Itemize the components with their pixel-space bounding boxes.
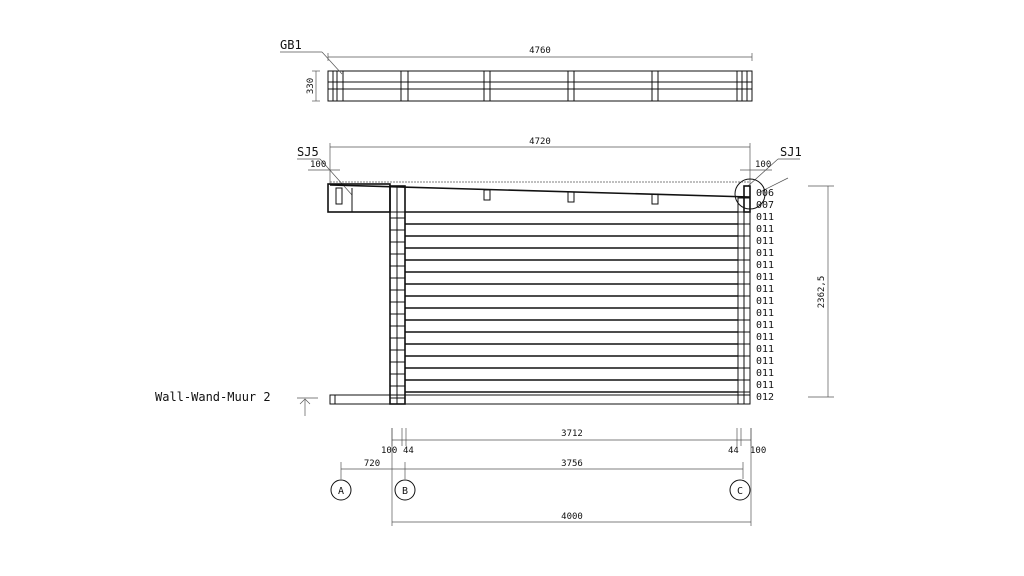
dim-720: 720 [364,459,380,469]
section-label: Wall-Wand-Muur 2 [155,390,271,404]
row-label: 011 [756,308,774,319]
sj5-text: SJ5 [297,145,319,159]
row-label: 011 [756,212,774,223]
row-label: 011 [756,356,774,367]
section-arrow-icon [297,397,318,416]
axis-c: C [729,479,751,501]
dim-top-width: 4760 [327,46,753,61]
dim-330: 330 [306,78,316,94]
label-gb1: GB1 [280,38,343,75]
row-label: 012 [756,392,774,403]
dim-chain-2: 720 3756 [340,459,744,479]
dim-right-end: 100 [750,446,766,456]
row-label: 011 [756,224,774,235]
row-label: 011 [756,296,774,307]
axis-b-label: B [402,486,408,497]
label-sj1: SJ1 100 [734,145,802,210]
axis-c-label: C [737,486,743,497]
sj1-text: SJ1 [780,145,802,159]
dim-3712: 3712 [561,429,583,439]
dim-right-log: 44 [728,446,739,456]
dim-2362-5: 2362,5 [817,276,827,309]
gb1-text: GB1 [280,38,302,52]
floor-beam [329,394,751,405]
dim-left-overhang: 100 [310,160,326,170]
row-label: 011 [756,272,774,283]
row-label: 011 [756,332,774,343]
row-label: 011 [756,260,774,271]
roof [327,181,751,213]
row-label: 011 [756,344,774,355]
row-label: 006 [756,188,774,199]
dim-height: 2362,5 [808,185,834,398]
label-sj5: SJ5 100 [297,145,353,196]
row-label: 011 [756,380,774,391]
row-labels: 0060070110110110110110110110110110110110… [756,188,774,403]
dim-left-log: 44 [403,446,414,456]
dim-left-end: 100 [381,446,397,456]
dim-4760: 4760 [529,46,551,56]
top-view-beam [327,70,753,102]
dim-3756: 3756 [561,459,583,469]
row-label: 011 [756,320,774,331]
row-label: 011 [756,236,774,247]
row-label: 011 [756,284,774,295]
row-label: 011 [756,368,774,379]
row-label: 007 [756,200,774,211]
dim-4720: 4720 [529,137,551,147]
dim-total: 4000 [391,428,752,526]
dim-chain-1: 3712 100 44 44 100 [381,428,766,456]
dim-4000: 4000 [561,512,583,522]
axis-b: B [394,479,416,501]
dim-right-overhang: 100 [755,160,771,170]
row-label: 011 [756,248,774,259]
wall-logs [389,185,751,405]
dim-top-height: 330 [306,70,320,102]
axis-a: A [330,479,352,501]
dim-front-width: 4720 [329,137,751,185]
axis-a-label: A [338,486,344,497]
